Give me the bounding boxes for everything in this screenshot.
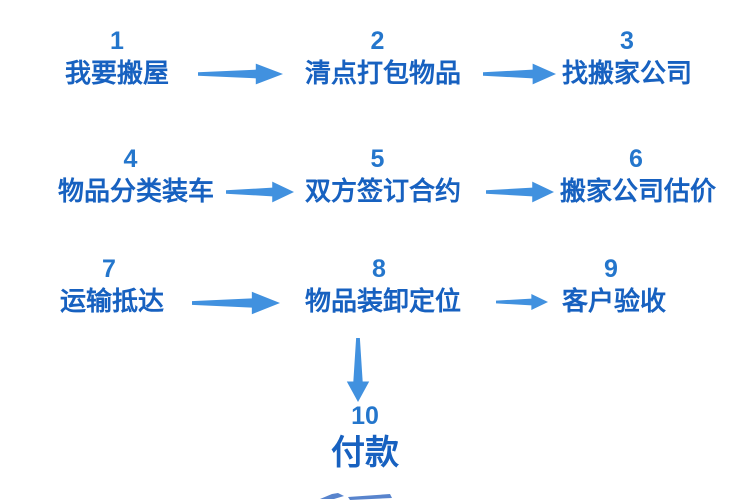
- step-10-label: 付款: [331, 434, 399, 472]
- arrow-right-icon: [226, 179, 294, 205]
- arrow-right-icon: [198, 61, 283, 87]
- step-9: 9 客户验收: [562, 253, 667, 317]
- arrow-right-icon: [192, 289, 280, 317]
- step-1-label: 我要搬屋: [64, 58, 169, 88]
- step-6-label: 搬家公司估价: [560, 176, 717, 206]
- step-3: 3 找搬家公司: [558, 25, 696, 89]
- step-9-label: 客户验收: [562, 286, 667, 316]
- step-1: 1 我要搬屋: [58, 25, 176, 89]
- step-7: 7 运输抵达: [60, 253, 165, 317]
- step-3-number: 3: [620, 27, 634, 55]
- step-4: 4 物品分类装车: [58, 143, 215, 207]
- step-4-number: 4: [123, 145, 138, 173]
- step-8: 8 物品装卸定位: [305, 253, 462, 317]
- step-5: 5 双方签订合约: [305, 143, 462, 207]
- step-8-label: 物品装卸定位: [305, 286, 462, 316]
- step-3-label: 找搬家公司: [561, 58, 692, 88]
- arrow-right-icon: [483, 61, 556, 87]
- step-4-label: 物品分类装车: [58, 176, 215, 206]
- step-9-number: 9: [604, 255, 618, 283]
- step-7-number: 7: [102, 255, 116, 283]
- step-10: 10 付款: [300, 400, 430, 474]
- step-1-number: 1: [110, 27, 124, 55]
- cropped-text-artifact: [318, 493, 398, 500]
- arrow-right-icon: [486, 179, 554, 205]
- step-10-number: 10: [351, 402, 379, 430]
- step-7-label: 运输抵达: [60, 286, 165, 316]
- step-5-label: 双方签订合约: [305, 176, 462, 206]
- arrow-down-icon: [344, 338, 372, 402]
- step-8-number: 8: [372, 255, 386, 283]
- arrow-right-icon: [496, 292, 548, 312]
- step-5-number: 5: [370, 145, 385, 173]
- step-2: 2 清点打包物品: [305, 25, 462, 89]
- step-6-number: 6: [629, 145, 643, 173]
- step-6: 6 搬家公司估价: [560, 143, 717, 207]
- step-2-number: 2: [370, 27, 385, 55]
- step-2-label: 清点打包物品: [305, 58, 462, 88]
